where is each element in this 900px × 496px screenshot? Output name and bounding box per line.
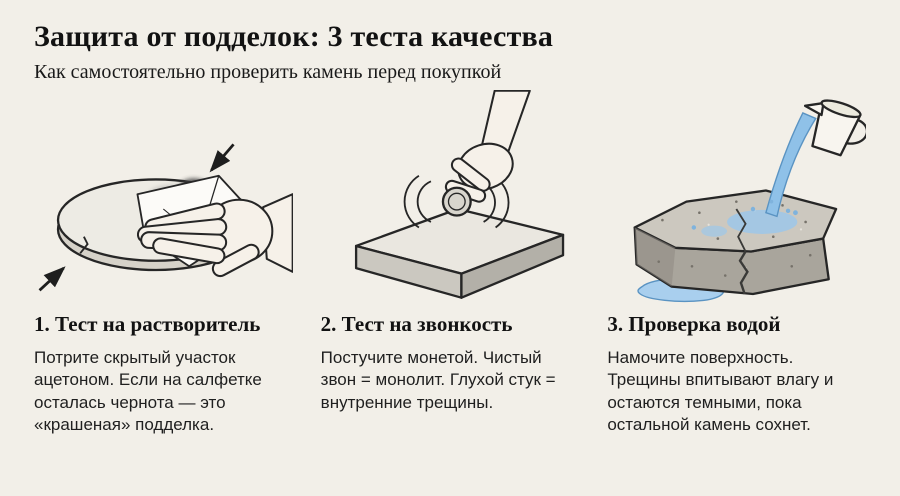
hand (136, 193, 293, 278)
hand-wiping-stone-icon (38, 143, 293, 292)
test-heading-water: 3. Проверка водой (607, 312, 781, 336)
rock-shadow-side (635, 227, 676, 287)
test-heading-solvent: 1. Тест на растворитель (34, 312, 261, 336)
test-body-sound: Постучите монетой. Чистый звон = монолит… (320, 348, 556, 412)
test-body-solvent: Потрите скрытый участок ацетоном. Если н… (34, 348, 262, 435)
pitcher-pouring-on-stone-icon (633, 99, 866, 303)
solvent-test-illustration (34, 90, 293, 304)
stone-speckles (657, 200, 812, 277)
tests-row: 1. Тест на растворитель Потрите скрытый … (34, 90, 866, 437)
stone-slab (354, 207, 564, 299)
wet-spots (691, 209, 799, 237)
header: Защита от подделок: 3 теста качества Как… (34, 20, 866, 84)
coin-tapping-slab-icon (354, 90, 564, 299)
test-heading-sound: 2. Тест на звонкость (320, 312, 513, 336)
pointer-arrow-icons (38, 143, 235, 292)
page-subtitle: Как самостоятельно проверить камень пере… (34, 61, 502, 83)
crack-line (735, 208, 750, 295)
splash-droplets (751, 199, 791, 214)
test-column-solvent: 1. Тест на растворитель Потрите скрытый … (34, 90, 293, 437)
test-body-water: Намочите поверхность. Трещины впитывают … (607, 348, 834, 435)
hand-holding-coin (444, 90, 531, 203)
coin-icon (441, 186, 472, 217)
water-test-illustration (607, 90, 866, 304)
pitcher-icon (804, 99, 866, 157)
sound-test-illustration (321, 90, 580, 304)
page-title: Защита от подделок: 3 теста качества (34, 20, 554, 53)
water-stream (765, 112, 818, 218)
test-column-sound: 2. Тест на звонкость Постучите монетой. … (321, 90, 580, 437)
test-column-water: 3. Проверка водой Намочите поверхность. … (607, 90, 866, 437)
